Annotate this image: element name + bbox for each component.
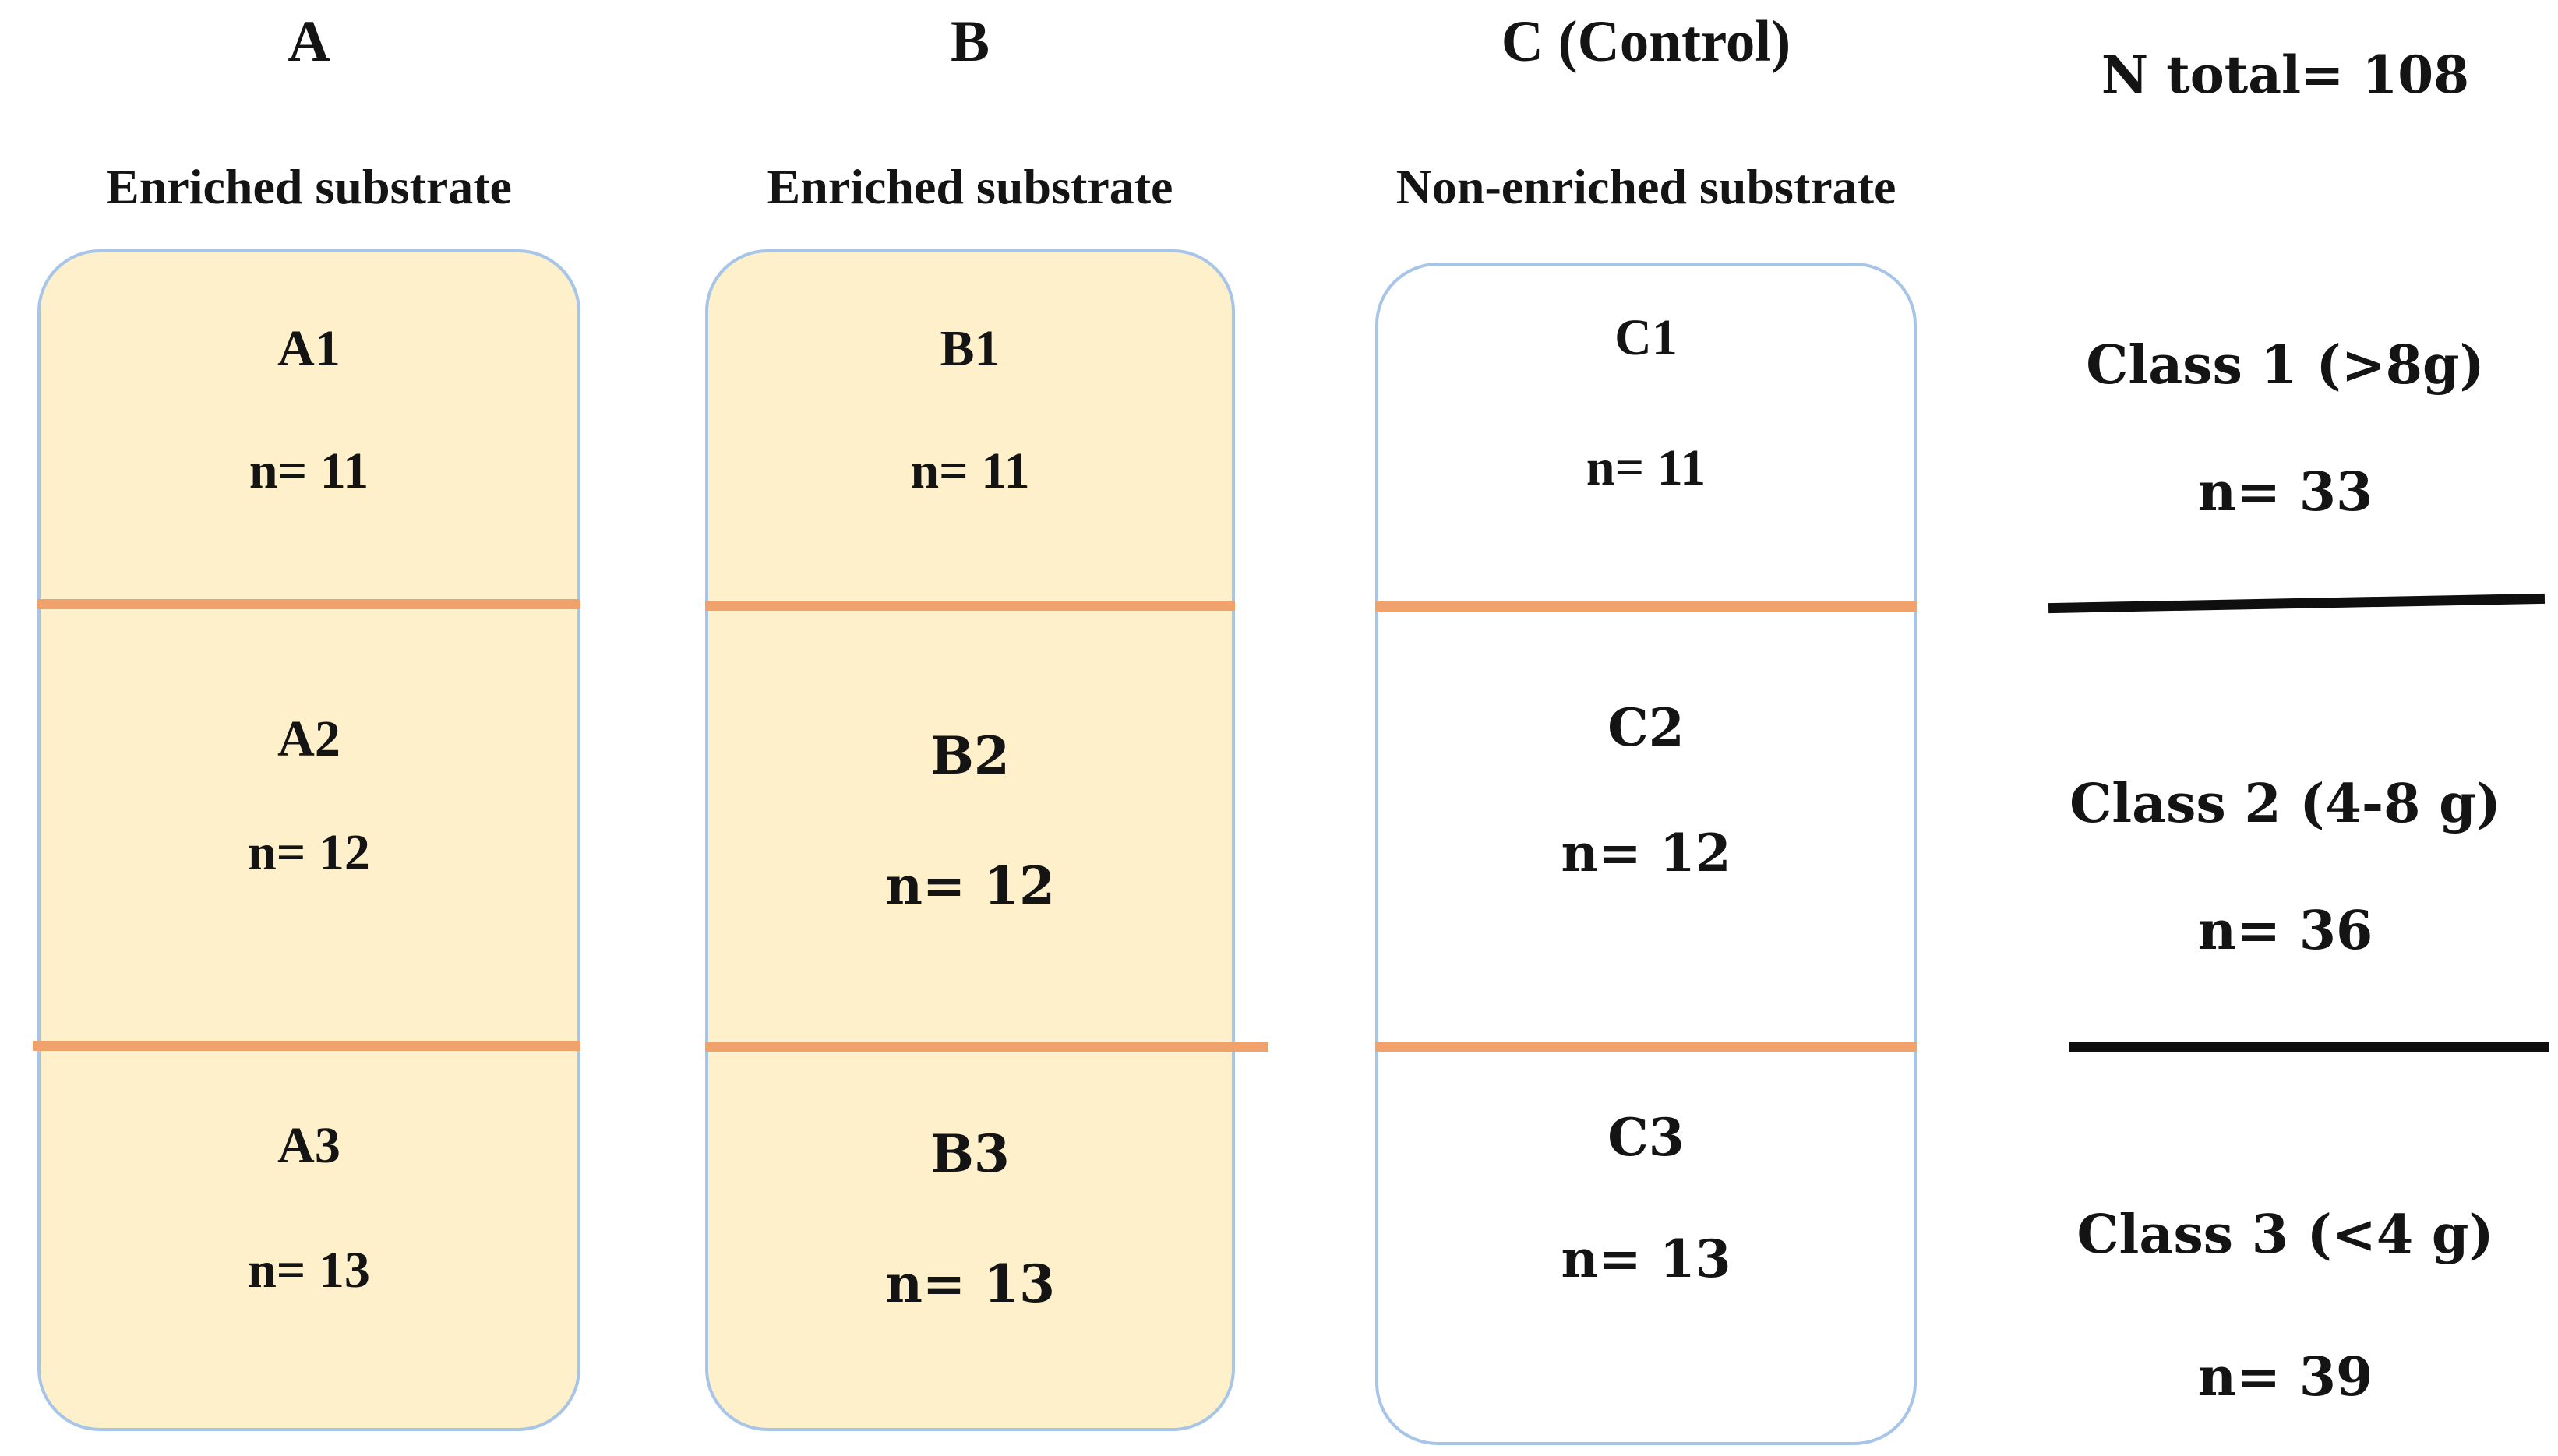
group-b-box: [705, 249, 1235, 1431]
class-3-n: n= 39: [2197, 1346, 2373, 1408]
cell-a2-n: n= 12: [248, 824, 370, 881]
group-c-divider-2: [1375, 1042, 1917, 1052]
group-a-divider-2: [33, 1041, 580, 1051]
cell-b2-n: n= 12: [884, 855, 1056, 916]
group-b-header: B: [950, 9, 990, 74]
group-a-substrate-label: Enriched substrate: [106, 159, 512, 214]
cell-a3-label: A3: [277, 1117, 340, 1174]
cell-c3-label: C3: [1607, 1107, 1685, 1168]
cell-b2-label: B2: [930, 725, 1010, 786]
group-a-header: A: [288, 9, 330, 74]
cell-a3-n: n= 13: [248, 1242, 370, 1299]
group-c-substrate-label: Non-enriched substrate: [1395, 159, 1896, 214]
cell-a1-label: A1: [277, 320, 340, 377]
cell-b3-label: B3: [930, 1123, 1010, 1184]
cell-c1-label: C1: [1614, 309, 1678, 366]
class-3-label: Class 3 (<4 g): [2076, 1204, 2494, 1266]
group-a-box: [37, 249, 580, 1431]
group-b-divider-2: [705, 1042, 1268, 1052]
class-separator-2: [2069, 1042, 2549, 1052]
cell-c1-n: n= 11: [1586, 439, 1706, 496]
group-b-divider-1: [705, 601, 1235, 611]
group-c-box: [1375, 263, 1917, 1445]
cell-a1-n: n= 11: [249, 442, 369, 499]
class-2-label: Class 2 (4-8 g): [2069, 773, 2501, 835]
group-a-divider-1: [37, 599, 580, 609]
n-total-label: N total= 108: [2101, 44, 2470, 105]
cell-c3-n: n= 13: [1561, 1229, 1731, 1289]
cell-b1-label: B1: [940, 320, 1000, 377]
class-1-label: Class 1 (>8g): [2086, 334, 2485, 397]
class-2-n: n= 36: [2197, 900, 2373, 962]
cell-c2-label: C2: [1607, 697, 1685, 758]
class-1-n: n= 33: [2197, 461, 2373, 524]
cell-c2-n: n= 12: [1561, 823, 1731, 883]
group-b-substrate-label: Enriched substrate: [767, 159, 1173, 214]
class-separator-1: [2048, 593, 2546, 614]
group-c-divider-1: [1375, 601, 1917, 612]
group-c-header: C (Control): [1501, 9, 1791, 74]
cell-b3-n: n= 13: [884, 1253, 1056, 1314]
cell-a2-label: A2: [277, 710, 340, 767]
cell-b1-n: n= 11: [910, 442, 1030, 499]
